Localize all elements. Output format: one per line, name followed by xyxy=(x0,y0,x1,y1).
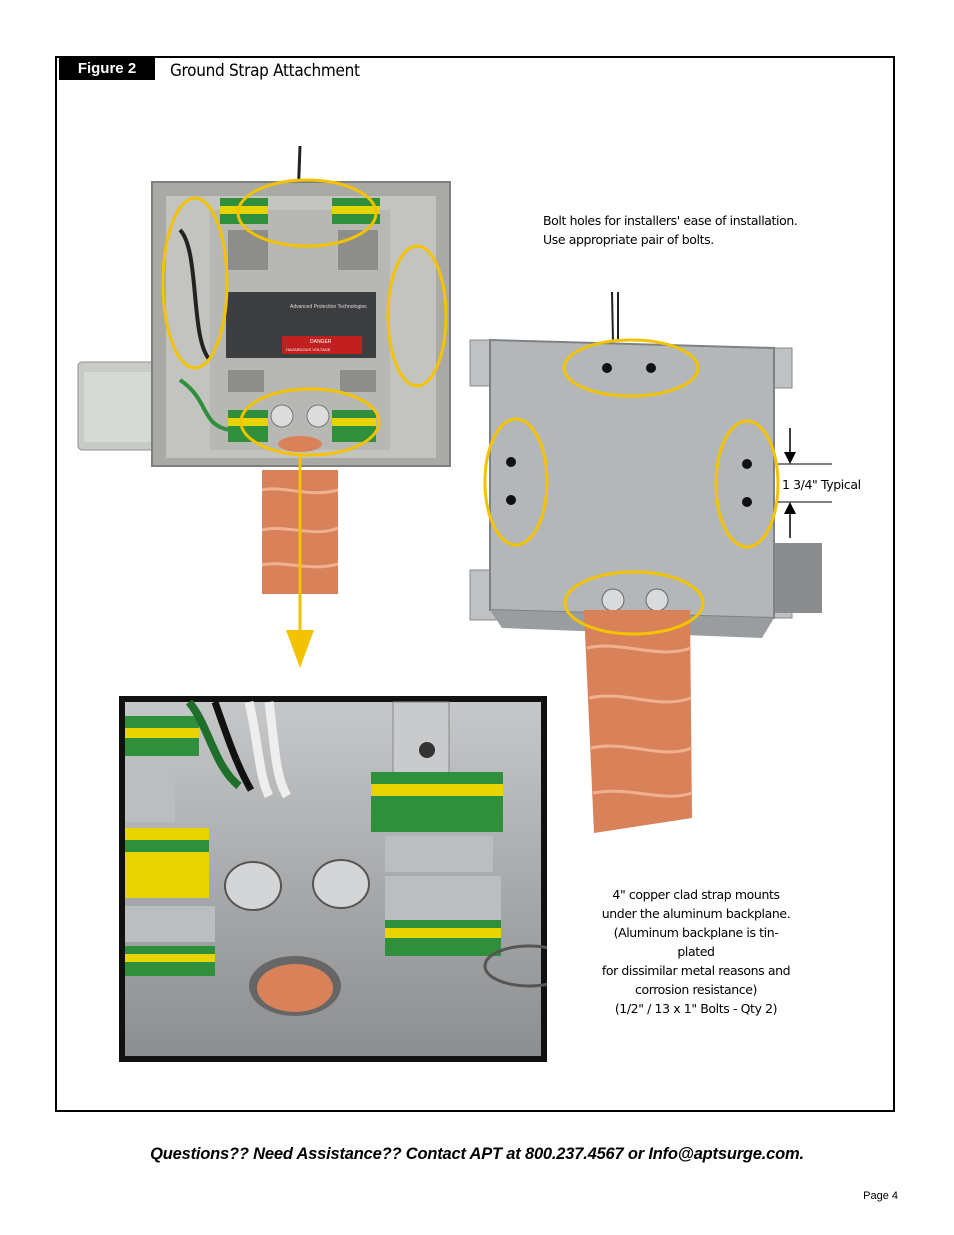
strap-note-line: corrosion resistance) xyxy=(634,982,758,997)
strap-note-line: (Aluminum backplane is tin-plated xyxy=(613,925,779,959)
figure-title: Ground Strap Attachment xyxy=(170,61,360,81)
closeup-photo xyxy=(119,696,547,1062)
bolt-holes-note: Bolt holes for installers' ease of insta… xyxy=(543,213,798,247)
page-number: Page 4 xyxy=(863,1190,898,1202)
contact-footer: Questions?? Need Assistance?? Contact AP… xyxy=(150,1145,804,1163)
figure-badge: Figure 2 xyxy=(59,58,155,80)
device-danger-label: DANGER xyxy=(310,339,332,345)
strap-note-line: 4" copper clad strap mounts xyxy=(612,887,780,902)
figure-frame xyxy=(55,56,895,1112)
dimension-label: 1 3/4" Typical xyxy=(782,477,861,492)
strap-note-line: under the aluminum backplane. xyxy=(601,906,791,921)
device-brand-label: Advanced Protection Technologies xyxy=(290,304,367,310)
copper-strap-note: 4" copper clad strap mounts under the al… xyxy=(596,885,796,1018)
enclosure-photo: Advanced Protection Technologies DANGER … xyxy=(70,140,470,670)
strap-note-line: (1/2" / 13 x 1" Bolts - Qty 2) xyxy=(614,1001,778,1016)
strap-note-line: for dissimilar metal reasons and xyxy=(601,963,791,978)
device-hazard-label: HAZARDOUS VOLTAGE xyxy=(286,347,331,352)
backplane-photo xyxy=(462,288,872,848)
